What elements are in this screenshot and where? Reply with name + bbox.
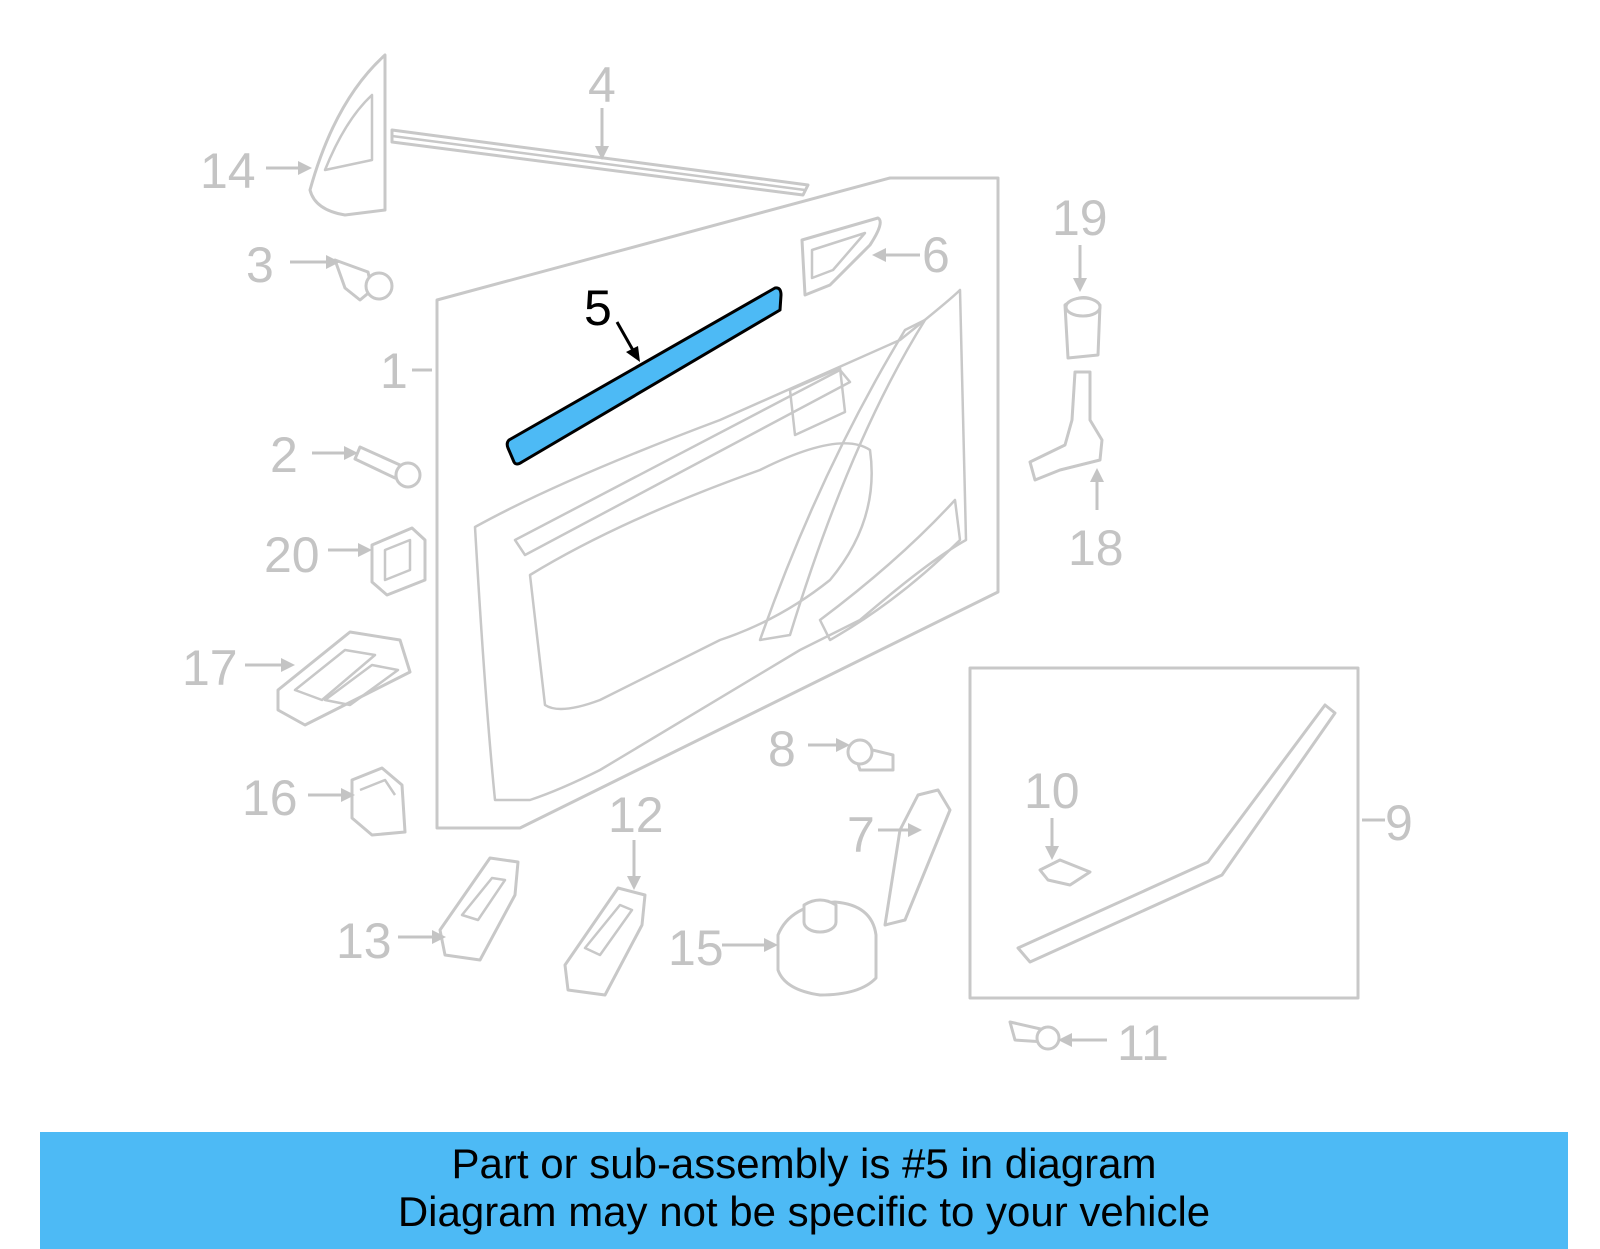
callout-2: 2: [270, 427, 298, 483]
part-16-switch: [350, 766, 407, 837]
part-13-switch-module: [438, 856, 520, 962]
callout-17: 17: [182, 640, 238, 696]
callout-18: 18: [1068, 520, 1124, 576]
callout-12: 12: [608, 787, 664, 843]
callout-15: 15: [668, 920, 724, 976]
callout-5[interactable]: 5: [584, 280, 612, 336]
part-10-clip: [1038, 858, 1092, 887]
callout-20: 20: [264, 527, 320, 583]
callout-7: 7: [847, 807, 875, 863]
leader-lines: [245, 108, 1385, 1047]
part-6-handle-trim: [800, 216, 882, 297]
part-11-screw: [1008, 1020, 1061, 1051]
callout-8: 8: [768, 721, 796, 777]
info-banner: Part or sub-assembly is #5 in diagram Di…: [40, 1132, 1568, 1249]
part-19-grommet: [1063, 296, 1102, 360]
part-12-switch-module: [563, 886, 647, 997]
callout-3: 3: [246, 237, 274, 293]
banner-part-note: Part or sub-assembly is #5 in diagram: [451, 1140, 1157, 1187]
part-14-mirror-trim: [308, 53, 387, 217]
part-1-door-trim-panel: [435, 176, 1000, 830]
callout-16: 16: [242, 770, 298, 826]
part-15-mirror-knob: [776, 898, 878, 997]
part-9-arm-rest-trim: [968, 666, 1360, 1000]
part-2-screw: [353, 445, 422, 489]
callout-labels: 1 2 3 4 5 6 7 8 9 10 11 12 13 14 15 16 1…: [182, 57, 1413, 1071]
parts-diagram: 1 2 3 4 5 6 7 8 9 10 11 12 13 14 15 16 1…: [182, 53, 1413, 1071]
callout-4: 4: [588, 57, 616, 113]
part-18-clip: [1028, 370, 1104, 482]
callout-11: 11: [1117, 1015, 1169, 1071]
banner-disclaimer: Diagram may not be specific to your vehi…: [397, 1188, 1211, 1235]
callout-19: 19: [1052, 190, 1108, 246]
part-8-screw: [846, 738, 895, 772]
part-5-trim-strip[interactable]: [505, 286, 783, 466]
part-17-window-switch-panel: [276, 630, 412, 727]
part-7-bracket: [883, 788, 952, 927]
part-20-switch: [370, 526, 427, 597]
part-4-window-seal: [390, 128, 810, 197]
callout-13: 13: [336, 913, 392, 969]
callout-10: 10: [1024, 763, 1080, 819]
callout-9: 9: [1385, 795, 1413, 851]
part-3-clip: [333, 258, 394, 302]
callout-6: 6: [922, 227, 950, 283]
callout-1: 1: [380, 343, 408, 399]
callout-14: 14: [200, 143, 256, 199]
